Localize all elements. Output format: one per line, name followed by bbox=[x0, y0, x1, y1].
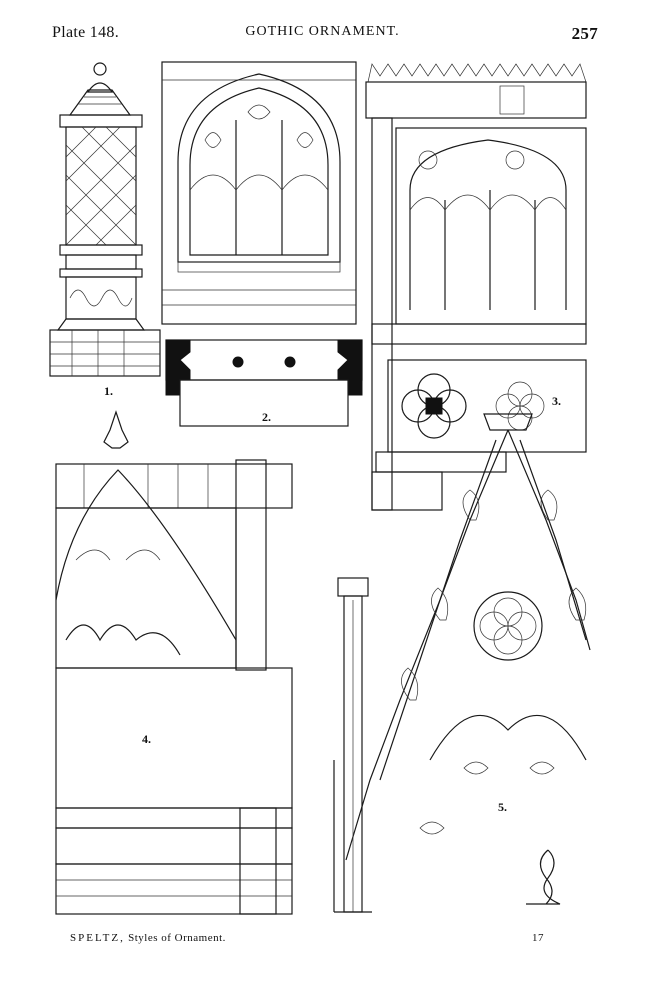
figure-4-screen-drawing bbox=[55, 410, 293, 915]
plate-number: Plate 148. bbox=[52, 24, 119, 41]
figure-3-label: 3. bbox=[552, 394, 561, 408]
figure-2-window-drawing bbox=[161, 61, 363, 427]
figure-5-label: 5. bbox=[498, 800, 507, 814]
figure-1-label: 1. bbox=[104, 384, 113, 398]
footer-citation: SPELTZ, Styles of Ornament. bbox=[70, 932, 226, 944]
figure-1-chimney-drawing bbox=[49, 62, 161, 377]
figure-5-gable-drawing bbox=[333, 413, 591, 913]
figure-3-facade-drawing bbox=[365, 63, 587, 511]
figure-2-label: 2. bbox=[262, 410, 271, 424]
footer-signature-number: 17 bbox=[532, 932, 544, 944]
page-number: 257 bbox=[571, 24, 598, 43]
figure-4-label: 4. bbox=[142, 732, 151, 746]
page-title: GOTHIC ORNAMENT. bbox=[245, 24, 400, 39]
footer-author: SPELTZ, bbox=[70, 932, 125, 944]
footer-book-title: Styles of Ornament. bbox=[124, 932, 226, 944]
